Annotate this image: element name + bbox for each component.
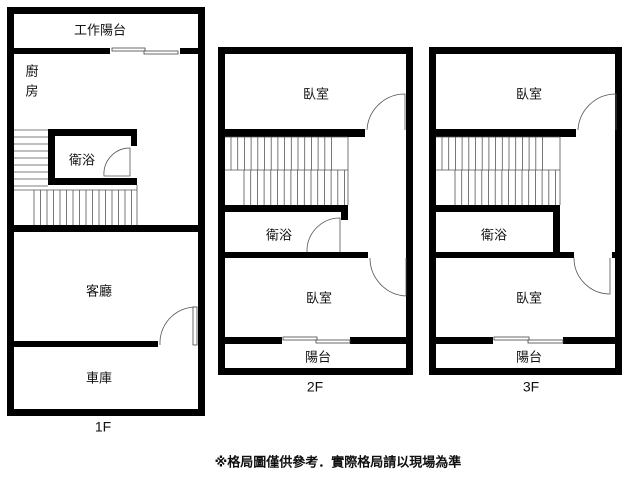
- room-label-bathroom: 衛浴: [266, 229, 292, 244]
- floor-plan-3f: 臥室 衛浴 臥室 陽台 3F: [429, 47, 622, 395]
- room-label-bedroom: 臥室: [306, 291, 332, 307]
- floor-plan-2f: 臥室 衛浴 臥室 陽台 2F: [218, 47, 413, 395]
- room-label-work-balcony: 工作陽台: [74, 24, 126, 39]
- staircase: [225, 136, 349, 205]
- room-label-bedroom: 臥室: [303, 87, 329, 103]
- window: [143, 50, 179, 55]
- door-swing-icon: [573, 257, 611, 295]
- room-label-bathroom: 衛浴: [69, 154, 95, 169]
- room-label-balcony: 陽台: [516, 351, 542, 366]
- floor-label-2f: 2F: [307, 379, 323, 395]
- door-swing-icon: [103, 147, 131, 177]
- room-label-bathroom: 衛浴: [481, 229, 507, 244]
- door-swing-icon: [577, 93, 617, 131]
- room-label-bedroom: 臥室: [516, 291, 542, 307]
- room-label-garage: 車庫: [86, 372, 112, 387]
- floor-label-1f: 1F: [95, 419, 111, 435]
- floor-plan-1f: 工作陽台 廚 房 衛浴 客廳 車庫 1F: [7, 7, 205, 435]
- room-label-kitchen: 房: [25, 84, 38, 100]
- room-label-living-room: 客廳: [86, 284, 112, 300]
- floor-label-3f: 3F: [523, 379, 539, 395]
- door-swing-icon: [159, 306, 196, 346]
- room-label-balcony: 陽台: [305, 351, 331, 366]
- staircase: [436, 136, 561, 205]
- door-swing-icon: [366, 93, 406, 131]
- door-swing-icon: [369, 257, 407, 297]
- window: [111, 47, 146, 52]
- room-label-kitchen: 廚: [25, 64, 38, 80]
- staircase: [14, 129, 138, 225]
- door-swing-icon: [306, 217, 341, 253]
- room-label-bedroom: 臥室: [516, 87, 542, 103]
- disclaimer-note: ※格局圖僅供參考．實際格局請以現場為準: [215, 455, 462, 471]
